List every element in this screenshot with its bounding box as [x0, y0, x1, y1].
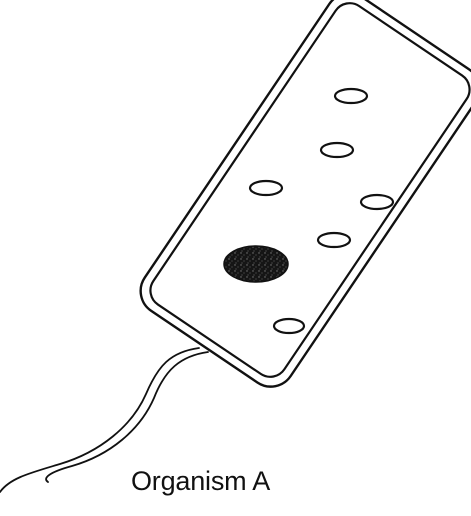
- vacuole: [335, 89, 367, 103]
- cell-wall: [131, 0, 471, 396]
- vacuole: [318, 233, 350, 247]
- vacuole: [274, 319, 304, 333]
- vacuole: [321, 143, 353, 157]
- vacuole: [361, 195, 393, 209]
- diagram-caption: Organism A: [131, 466, 270, 497]
- vacuole: [250, 181, 282, 195]
- nucleus: [224, 246, 288, 282]
